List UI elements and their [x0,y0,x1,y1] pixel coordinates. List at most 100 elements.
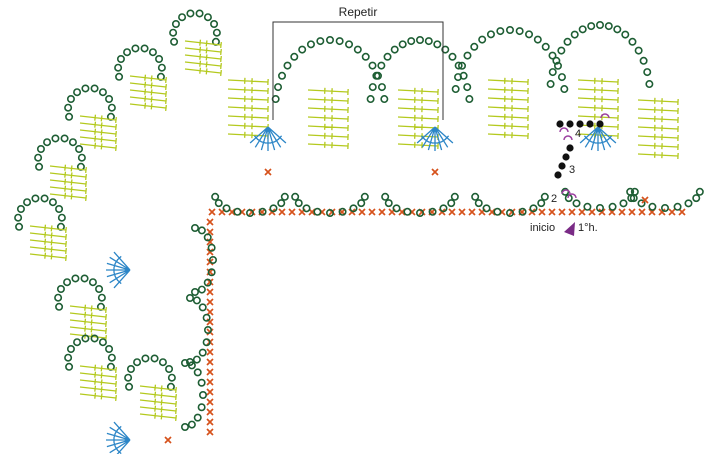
chain-stitch-icon [648,202,657,211]
treble-crochet-icon [637,151,679,160]
chain-stitch-icon [169,28,178,37]
chain-stitch-icon [246,209,255,218]
chain-stitch-icon [97,293,106,302]
chain-stitch-icon [123,48,132,57]
single-crochet-icon [164,436,172,444]
chain-stitch-icon [548,68,557,77]
foundation-row [206,208,686,436]
treble-crochet-icon [69,318,107,328]
chain-stitch-icon [619,199,628,208]
single-crochet-icon [206,218,214,226]
picot-fans [106,126,649,454]
chain-stitch-icon [546,80,555,89]
chain-stitch-icon [515,27,524,36]
chain-stitch-icon [186,9,195,18]
chain-stitch-icon [60,134,69,143]
chain-stitch-icon [439,204,448,213]
chain-stitch-icon [197,378,206,387]
turning-chain-icon [576,120,584,128]
chain-stitch-icon [428,207,437,216]
slip-stitch-icon [600,113,610,119]
treble-crochet-icon [29,231,67,241]
chain-stitch-icon [572,199,581,208]
treble-crochet-icon [129,88,167,98]
picot-fan-icon [579,126,617,151]
treble-crochet-icon [139,391,177,401]
chain-stitch-icon [204,325,213,334]
chain-stitch-icon [107,353,116,362]
chain-stitch-icon [187,420,196,429]
repeat-bracket [272,21,444,120]
chain-stitch-icon [214,199,223,208]
treble-crochet-icon [577,86,619,95]
chain-stitch-icon [525,30,534,39]
treble-crochet-icon [184,67,222,77]
single-crochet-icon [658,208,666,216]
single-crochet-icon [288,208,296,216]
picot-fan-icon [416,126,454,151]
picot-fan-icon [106,421,131,454]
picot-fan-icon [106,251,131,289]
treble-crochet-icon [139,412,177,422]
treble-crochet-icon [397,114,439,123]
chain-stitch-icon [222,204,231,213]
chain-stitch-icon [197,403,206,412]
chain-stitch-icon [202,313,211,322]
treble-crochet-icon [69,311,107,321]
chain-stitch-icon [278,71,287,80]
treble-crochet-icon [227,104,269,113]
chain-stitch-icon [171,19,180,28]
chain-stitch-icon [335,37,344,46]
chain-stitch-icon [71,274,80,283]
treble-crochet-icon [49,192,87,202]
chain-stitch-icon [165,364,174,373]
chain-stitch-icon [380,95,389,104]
chain-stitch-icon [673,202,682,211]
chain-stitch-icon [398,40,407,49]
chain-stitch-icon [73,88,82,97]
treble-crochet-icon [49,185,87,195]
chain-stitch-icon [157,63,166,72]
chain-stitch-icon [450,192,459,201]
treble-crochet-icon [637,97,679,106]
chain-stitch-icon [187,361,196,370]
chain-stitch-icon [533,35,542,44]
chain-stitch-icon [170,37,179,46]
slip-stitch-icon [563,135,573,141]
chain-stitch-icon [107,103,116,112]
chain-stitch-icon [645,80,654,89]
single-crochet-icon [578,208,586,216]
treble-crochet-icon [397,96,439,105]
chain-stitch-icon [207,243,216,252]
chain-stitch-icon [643,68,652,77]
chain-stitch-icon [415,35,424,44]
chain-stitch-icon [381,192,390,201]
chain-stitch-icon [684,199,693,208]
treble-crochet-icon [637,115,679,124]
treble-crochet-icon [487,113,529,122]
chain-stitch-icon [35,162,44,171]
chain-stitch-icon [178,13,187,22]
treble-crochet-icon [29,224,67,234]
chain-stitch-icon [55,205,64,214]
single-crochet-icon [206,408,214,416]
chain-stitch-icon [537,199,546,208]
treble-crochet-icon [139,398,177,408]
chain-stitch-icon [463,83,472,92]
chain-stitch-icon [195,9,204,18]
chain-stitch-icon [64,103,73,112]
chain-stitch-icon [40,194,49,203]
chain-stitch-icon [291,192,300,201]
single-crochet-icon [468,208,476,216]
chain-stitch-icon [302,204,311,213]
chain-stitch-icon [68,138,77,147]
chain-stitch-icon [140,44,149,53]
chain-stitch-icon [361,52,370,61]
chain-stitch-icon [95,284,104,293]
single-crochet-icon [206,248,214,256]
chain-stitch-icon [133,358,142,367]
treble-crochet-icon [79,371,117,381]
chain-stitch-icon [563,37,572,46]
chain-stitch-icon [271,95,280,104]
single-crochet-icon [208,208,216,216]
